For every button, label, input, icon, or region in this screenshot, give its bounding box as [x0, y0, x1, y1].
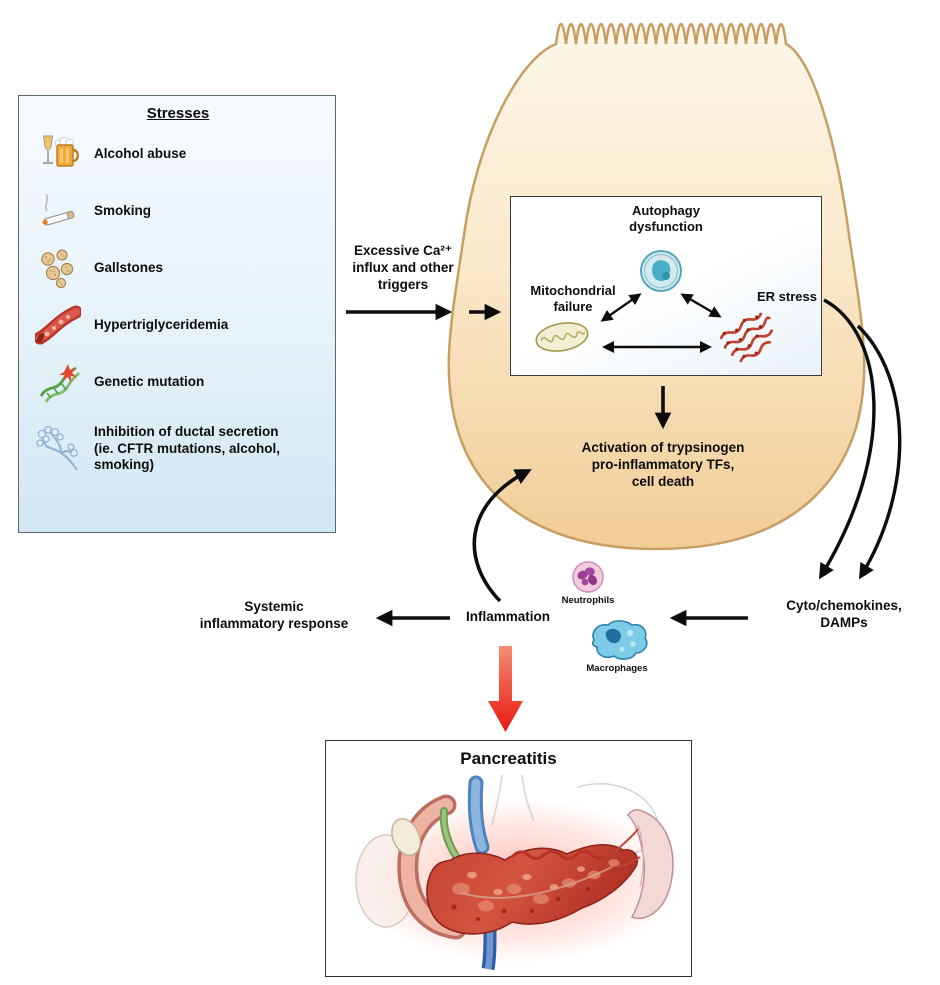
- stress-label: Hypertriglyceridemia: [94, 317, 229, 333]
- macrophage-group: Macrophages: [572, 616, 662, 674]
- stress-item-alcohol-abuse: Alcohol abuse: [29, 126, 327, 183]
- autophagy-label: Autophagy dysfunction: [629, 203, 703, 234]
- neutrophil-icon: [572, 561, 604, 593]
- autophagy-er-arrow: [680, 293, 722, 318]
- dna-mutation-icon: [35, 360, 81, 406]
- stress-item-genetic-mutation: Genetic mutation: [29, 354, 327, 411]
- inflammation-label: Inflammation: [465, 609, 550, 624]
- er-stress-label: ER stress: [757, 289, 817, 304]
- autophagosome-icon: [639, 249, 683, 298]
- stress-item-gallstones: Gallstones: [29, 240, 327, 297]
- duct-tree-icon: [35, 426, 81, 472]
- stress-item-hypertriglyceridemia: Hypertriglyceridemia: [29, 297, 327, 354]
- er-to-damps-arrow-inner: [818, 298, 876, 580]
- organelle-stress-box: Autophagy dysfunction Mitochondrial fail…: [510, 196, 822, 376]
- systemic-response-label: Systemic inflammatory response: [199, 599, 349, 631]
- mitochondria-icon: [533, 319, 591, 360]
- stresses-title: Stresses: [146, 105, 210, 122]
- pancreatitis-title: Pancreatitis: [460, 749, 557, 768]
- stress-label: Genetic mutation: [94, 374, 205, 390]
- neutrophils-label: Neutrophils: [561, 595, 615, 606]
- pancreas-illustration: [351, 774, 681, 971]
- autophagy-mito-arrow: [600, 293, 642, 322]
- gallstones-icon: [35, 246, 81, 292]
- alcohol-icon: [35, 132, 81, 178]
- cigarette-icon: [35, 189, 81, 235]
- er-icon: [717, 309, 783, 372]
- neutrophil-group: Neutrophils: [552, 560, 624, 606]
- stress-label: Inhibition of ductal secretion (ie. CFTR…: [94, 423, 281, 473]
- mitochondrial-label: Mitochondrial failure: [530, 283, 616, 314]
- stresses-panel: Stresses Alcohol abuse: [18, 95, 336, 533]
- macrophage-icon: [591, 620, 648, 660]
- inflammation-to-pancreatitis-red-arrow: [488, 646, 523, 732]
- stress-item-ductal-secretion: Inhibition of ductal secretion (ie. CFTR…: [29, 411, 327, 487]
- stress-label: Gallstones: [94, 260, 164, 276]
- stress-label: Smoking: [94, 203, 152, 219]
- trigger-label: Excessive Ca²⁺ influx and other triggers: [352, 243, 454, 292]
- activation-label: Activation of trypsinogen pro-inflammato…: [581, 440, 745, 489]
- macrophages-label: Macrophages: [586, 663, 648, 674]
- er-to-damps-arrow-outer: [856, 324, 902, 580]
- cytokines-label: Cyto/chemokines, DAMPs: [786, 598, 902, 630]
- stress-item-smoking: Smoking: [29, 183, 327, 240]
- pancreatitis-box: Pancreatitis: [325, 740, 692, 977]
- organelle-arrows: [600, 293, 722, 353]
- inflammation-to-activation-arrow: [472, 469, 532, 603]
- blood-vessel-icon: [35, 303, 81, 349]
- stress-label: Alcohol abuse: [94, 146, 187, 162]
